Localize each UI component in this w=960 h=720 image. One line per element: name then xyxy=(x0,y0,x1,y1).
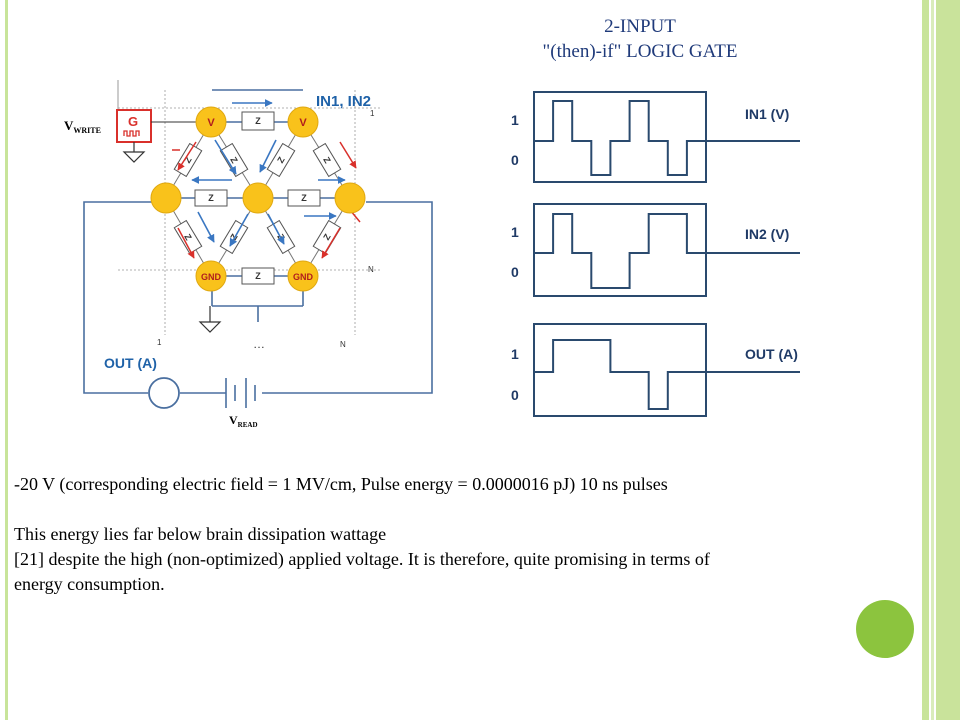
svg-text:Z: Z xyxy=(275,155,287,165)
svg-text:V: V xyxy=(299,117,307,129)
crossbar-circuit: VWRITE G xyxy=(64,80,433,429)
waveform-label: OUT (A) xyxy=(745,346,798,362)
waveform-frame xyxy=(533,203,707,297)
waveform-panel-in1: 1 0 IN1 (V) xyxy=(511,91,800,183)
waveform-label: IN1 (V) xyxy=(745,106,789,122)
impedance-h3: Z xyxy=(287,189,321,207)
impedance-h4: Z xyxy=(241,267,275,285)
svg-text:Z: Z xyxy=(321,232,333,242)
level-high-label: 1 xyxy=(511,346,519,362)
waveform-signal xyxy=(534,100,800,176)
left-decorative-rule xyxy=(5,0,8,720)
signal-generator-icon: G xyxy=(116,109,210,163)
svg-text:Z: Z xyxy=(182,232,194,242)
waveform-panel-in2: 1 0 IN2 (V) xyxy=(511,203,800,297)
impedance-d6: Z xyxy=(219,219,249,255)
current-arrows-blue xyxy=(191,99,346,247)
inputs-label: IN1, IN2 xyxy=(316,93,371,110)
waveform-panels: 1 0 IN1 (V) 1 0 IN2 (V) 1 0 OUT (A) xyxy=(511,91,800,417)
waveform-signal xyxy=(534,339,800,410)
svg-text:Z: Z xyxy=(255,116,261,126)
waveform-frame xyxy=(533,91,707,183)
svg-text:Z: Z xyxy=(182,155,194,165)
svg-text:V: V xyxy=(207,117,215,129)
body-text: -20 V (corresponding electric field = 1 … xyxy=(14,472,934,597)
title-line-1: 2-INPUT xyxy=(604,16,676,37)
impedance-d2: Z xyxy=(219,142,249,178)
waveform-frame xyxy=(533,323,707,417)
level-low-label: 0 xyxy=(511,387,519,403)
out-label: OUT (A) xyxy=(104,355,157,371)
right-decorative-stripes xyxy=(922,0,960,720)
body-line-2: This energy lies far below brain dissipa… xyxy=(14,524,387,544)
svg-text:Z: Z xyxy=(301,193,307,203)
impedance-h2: Z xyxy=(194,189,228,207)
level-high-label: 1 xyxy=(511,224,519,240)
body-line-4: energy consumption. xyxy=(14,574,165,594)
slide-title: 2-INPUT "(then)-if" LOGIC GATE xyxy=(490,14,790,64)
vread-label: VREAD xyxy=(229,413,258,429)
node-v-right: V xyxy=(287,106,319,138)
index-one-bottom: 1 xyxy=(157,338,162,347)
node-mid-right xyxy=(334,182,366,214)
index-n-bottom: N xyxy=(340,340,346,349)
level-low-label: 0 xyxy=(511,152,519,168)
waveform-panel-out: 1 0 OUT (A) xyxy=(511,323,800,417)
svg-text:GND: GND xyxy=(201,272,222,282)
index-one-top: 1 xyxy=(370,109,375,118)
body-line-1: -20 V (corresponding electric field = 1 … xyxy=(14,474,668,494)
battery-icon xyxy=(225,378,256,408)
level-low-label: 0 xyxy=(511,264,519,280)
diagram-canvas: VWRITE G xyxy=(64,80,800,429)
body-line-3: [21] despite the high (non-optimized) ap… xyxy=(14,549,710,569)
impedance-d3: Z xyxy=(266,142,296,178)
waveform-label: IN2 (V) xyxy=(745,226,789,242)
ammeter-icon xyxy=(148,377,180,409)
level-high-label: 1 xyxy=(511,112,519,128)
node-v-left: V xyxy=(195,106,227,138)
svg-text:Z: Z xyxy=(208,193,214,203)
svg-text:Z: Z xyxy=(228,155,240,165)
ground-icon xyxy=(198,306,222,333)
decorative-green-circle xyxy=(856,600,914,658)
impedance-d1: Z xyxy=(173,142,203,178)
grid-ellipsis: … xyxy=(253,337,265,351)
svg-text:Z: Z xyxy=(321,155,333,165)
svg-text:Z: Z xyxy=(228,232,240,242)
impedance-d4: Z xyxy=(312,142,342,178)
impedance-d5: Z xyxy=(173,219,203,255)
node-gnd-right: GND xyxy=(287,260,319,292)
waveform-signal xyxy=(534,213,800,289)
impedance-h1: Z xyxy=(241,111,275,131)
svg-text:G: G xyxy=(128,114,138,129)
node-mid-left xyxy=(150,182,182,214)
node-gnd-left: GND xyxy=(195,260,227,292)
circuit-nodes: V V GND GND xyxy=(150,106,366,292)
impedance-elements: Z Z Z Z Z Z Z Z Z Z Z Z xyxy=(173,111,342,285)
index-n-right: N xyxy=(368,265,374,274)
vwrite-label: VWRITE xyxy=(64,118,101,135)
svg-text:Z: Z xyxy=(255,271,261,281)
grid-lines xyxy=(118,90,380,335)
node-mid-center xyxy=(242,182,274,214)
title-line-2: "(then)-if" LOGIC GATE xyxy=(542,41,738,62)
svg-text:GND: GND xyxy=(293,272,314,282)
